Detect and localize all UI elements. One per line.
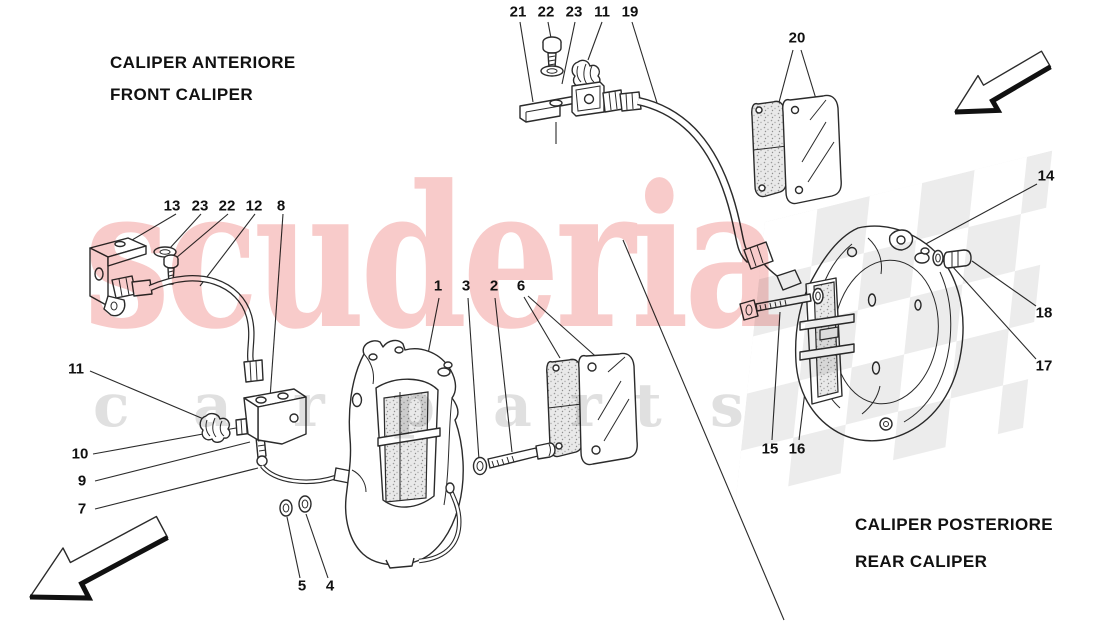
part-callout-10-13: 10 [71, 445, 89, 463]
hose-7 [262, 466, 362, 484]
part-callout-13-7: 13 [163, 197, 181, 215]
part-callout-5-20: 5 [297, 577, 307, 595]
direction-arrow-bottom-left [30, 517, 168, 599]
part-callout-12-10: 12 [245, 197, 263, 215]
hose-19-fitting [603, 90, 641, 112]
part-callout-21-0: 21 [509, 3, 527, 21]
part-callout-2-18: 2 [489, 277, 499, 295]
hose-19-ferrule [744, 242, 773, 269]
part-callout-14-6: 14 [1037, 167, 1055, 185]
hose-12 [150, 278, 263, 382]
direction-arrow-top-right [955, 51, 1051, 112]
front-bracket-assembly [90, 238, 178, 316]
part-callout-1-16: 1 [433, 277, 443, 295]
part-callout-23-2: 23 [565, 3, 583, 21]
front-caliper-title-en: FRONT CALIPER [110, 85, 254, 104]
front-caliper [346, 340, 464, 568]
part-callout-11-12: 11 [68, 360, 84, 378]
washer-3 [474, 458, 487, 475]
hose-12-fitting [112, 276, 152, 298]
washers-5-4 [280, 496, 311, 516]
rear-brake-pads [752, 96, 841, 204]
part-callout-8-11: 8 [276, 197, 286, 215]
block-23-top [572, 82, 604, 116]
bracket-13 [90, 238, 146, 316]
rear-caliper-title-en: REAR CALIPER [855, 552, 988, 571]
part-callout-23-8: 23 [191, 197, 209, 215]
part-callout-16-23: 16 [788, 440, 806, 458]
part-callout-22-9: 22 [218, 197, 236, 215]
bolt-2 [488, 443, 555, 468]
hose-19-end-fitting [777, 270, 801, 290]
top-bracket-assembly [520, 37, 641, 122]
hose-12-ferrule [244, 360, 263, 382]
part-callout-15-22: 15 [761, 440, 779, 458]
clip-11-front [200, 414, 230, 443]
part-callout-4-21: 4 [325, 577, 335, 595]
rear-caliper-title-it: CALIPER POSTERIORE [855, 515, 1054, 534]
fitting-17-18 [933, 250, 971, 268]
part-callout-22-1: 22 [537, 3, 555, 21]
front-brake-pads [547, 354, 637, 465]
part-callout-17-25: 17 [1035, 357, 1053, 375]
front-caliper-title-it: CALIPER ANTERIORE [110, 53, 296, 72]
part-callout-20-5: 20 [788, 29, 806, 47]
bracket-8 [244, 389, 306, 444]
screw-22-top [541, 37, 563, 76]
part-callout-6-19: 6 [516, 277, 526, 295]
part-callout-19-4: 19 [621, 3, 639, 21]
part-callout-11-3: 11 [594, 3, 610, 21]
part-callout-7-15: 7 [77, 500, 87, 518]
part-callout-9-14: 9 [77, 472, 87, 490]
part-callout-3-17: 3 [461, 277, 471, 295]
part-callout-18-24: 18 [1035, 304, 1053, 322]
